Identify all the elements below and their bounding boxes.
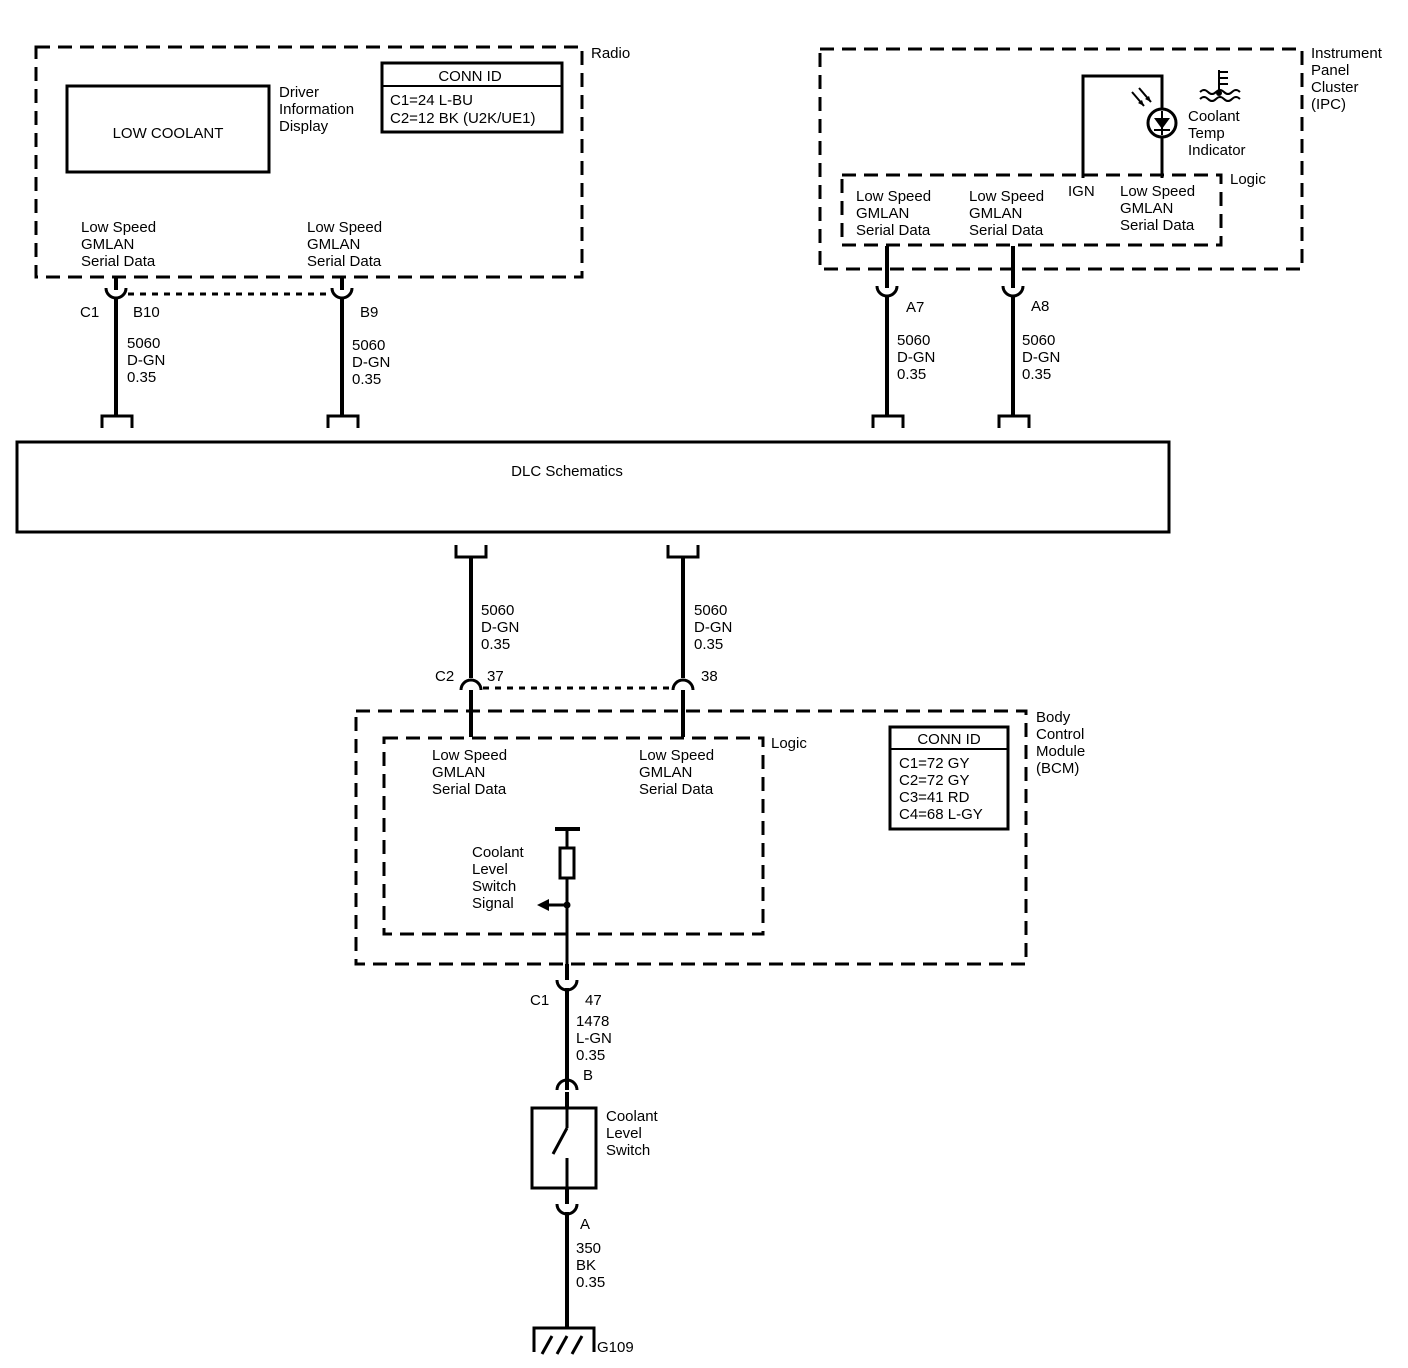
ipc-ign-label: IGN — [1068, 183, 1095, 200]
wire-label-a8: 5060 D-GN 0.35 — [1022, 332, 1065, 383]
driver-information-display — [65, 84, 271, 174]
ipc-title: Instrument Panel Cluster (IPC) — [1311, 45, 1386, 113]
coolant-level-switch-signal-label: Coolant Level Switch Signal — [472, 844, 528, 912]
bcm-upper-wires — [454, 545, 700, 737]
bcm-title: Body Control Module (BCM) — [1036, 709, 1089, 777]
bcm-logic-label: Logic — [771, 735, 807, 752]
dlc-label: DLC Schematics — [511, 463, 623, 480]
ipc-logic-box — [840, 173, 1223, 247]
bcm-connector-c2: C2 — [435, 668, 454, 685]
ipc-data-label-3: Low Speed GMLAN Serial Data — [1120, 183, 1199, 234]
svg-text:C4=68 L-GY: C4=68 L-GY — [899, 806, 983, 823]
svg-text:C2=72 GY: C2=72 GY — [899, 772, 969, 789]
radio-right-data-label: Low Speed GMLAN Serial Data — [307, 219, 386, 270]
coolant-temp-indicator-label: Coolant Temp Indicator — [1188, 108, 1246, 159]
svg-text:C2=12 BK (U2K/UE1): C2=12 BK (U2K/UE1) — [390, 110, 535, 127]
bcm-pin-47: 47 — [585, 992, 602, 1009]
coolant-temperature-icon — [1199, 70, 1241, 102]
dlc-schematics-block: DLC Schematics — [15, 440, 1171, 534]
ipc-pin-a8: A8 — [1031, 298, 1049, 315]
bcm-data-label-right: Low Speed GMLAN Serial Data — [639, 747, 718, 798]
svg-text:CONN ID: CONN ID — [917, 731, 981, 748]
svg-text:C3=41 RD: C3=41 RD — [899, 789, 970, 806]
coolant-level-switch — [530, 1106, 598, 1190]
wire-label-38: 5060 D-GN 0.35 — [694, 602, 737, 653]
resistor-icon — [558, 846, 576, 880]
ipc-pin-a7: A7 — [906, 299, 924, 316]
ipc-logic-label: Logic — [1230, 171, 1266, 188]
switch-circuit — [530, 964, 598, 1355]
display-label: Driver Information Display — [279, 84, 358, 135]
light-rays-icon — [1131, 87, 1152, 107]
svg-text:C1=72 GY: C1=72 GY — [899, 755, 969, 772]
signal-arrow-icon — [537, 899, 549, 911]
bcm-pin-38: 38 — [701, 668, 718, 685]
display-message: LOW COOLANT — [113, 125, 224, 142]
bcm-connector-c1: C1 — [530, 992, 549, 1009]
ipc-data-label-1: Low Speed GMLAN Serial Data — [856, 188, 935, 239]
bcm-pin-37: 37 — [487, 668, 504, 685]
bcm-data-label-left: Low Speed GMLAN Serial Data — [432, 747, 511, 798]
svg-text:C1=24 L-BU: C1=24 L-BU — [390, 92, 473, 109]
radio-left-data-label: Low Speed GMLAN Serial Data — [81, 219, 160, 270]
ipc-module: Instrument Panel Cluster (IPC) Co — [818, 45, 1386, 271]
radio-conn-id-table: CONN ID C1=24 L-BU C2=12 BK (U2K/UE1) — [380, 61, 564, 134]
wire-label-b10: 5060 D-GN 0.35 — [127, 335, 170, 386]
wire-label-1478: 1478 L-GN 0.35 — [576, 1013, 616, 1064]
ipc-wires — [871, 246, 1031, 428]
radio-pin-b10: B10 — [133, 304, 160, 321]
wire-label-b9: 5060 D-GN 0.35 — [352, 337, 395, 388]
pull-up-resistor-circuit — [537, 827, 580, 966]
ground-symbol — [532, 1326, 596, 1355]
wire-label-a7: 5060 D-GN 0.35 — [897, 332, 940, 383]
ipc-data-label-2: Low Speed GMLAN Serial Data — [969, 188, 1048, 239]
svg-text:CONN ID: CONN ID — [438, 68, 502, 85]
radio-connector-id: C1 — [80, 304, 99, 321]
switch-pin-a: A — [580, 1216, 590, 1233]
radio-pin-b9: B9 — [360, 304, 378, 321]
coolant-level-switch-label: Coolant Level Switch — [606, 1108, 662, 1159]
bcm-conn-id-table: CONN ID C1=72 GY C2=72 GY C3=41 RD C4=68… — [888, 725, 1010, 831]
switch-pin-b: B — [583, 1067, 593, 1084]
ground-id-g109: G109 — [597, 1339, 634, 1356]
radio-module: Radio LOW COOLANT Driver Information Dis… — [34, 45, 630, 279]
radio-wires — [100, 278, 360, 428]
wire-label-350: 350 BK 0.35 — [576, 1240, 605, 1291]
bcm-module: Body Control Module (BCM) CONN ID C1=72 … — [354, 709, 1089, 966]
wire-label-37: 5060 D-GN 0.35 — [481, 602, 524, 653]
bcm-logic-box — [382, 736, 765, 936]
radio-title: Radio — [591, 45, 630, 62]
